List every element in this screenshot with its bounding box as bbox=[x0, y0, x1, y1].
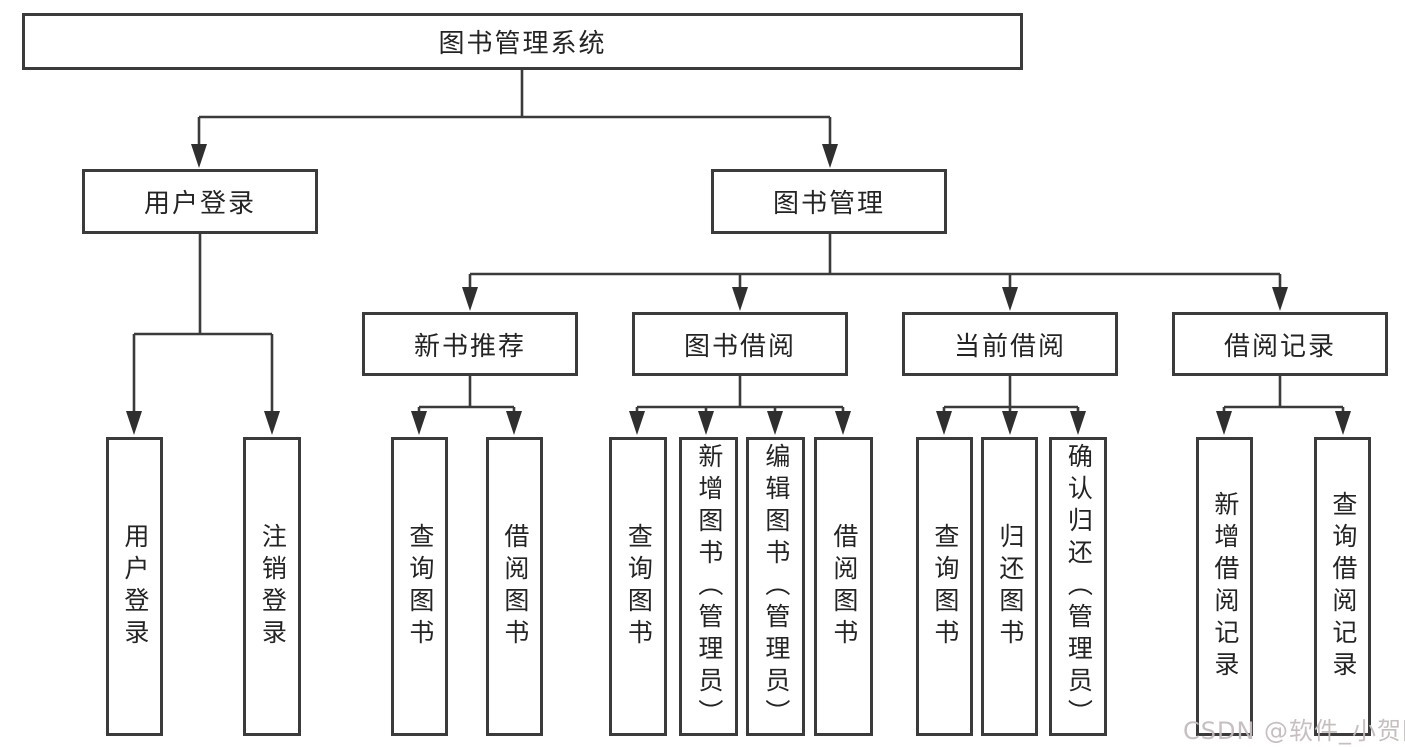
node-root: 图书管理系统 bbox=[22, 13, 1023, 70]
leaf-borrow-books-recommend: 借阅图书 bbox=[486, 437, 543, 736]
leaf-add-books-admin: 新增图书（管理员） bbox=[679, 437, 738, 736]
leaf-add-borrow-record: 新增借阅记录 bbox=[1196, 437, 1253, 736]
node-user-login: 用户登录 bbox=[82, 169, 318, 234]
node-book-borrow: 图书借阅 bbox=[632, 312, 848, 376]
leaf-query-borrow-record: 查询借阅记录 bbox=[1314, 437, 1371, 736]
leaf-query-books-borrow: 查询图书 bbox=[609, 437, 667, 736]
leaf-query-books-recommend: 查询图书 bbox=[391, 437, 448, 736]
leaf-borrow-books: 借阅图书 bbox=[814, 437, 873, 736]
leaf-query-books-current: 查询图书 bbox=[916, 437, 973, 736]
leaf-confirm-return-admin: 确认归还（管理员） bbox=[1049, 437, 1107, 736]
node-new-book-recommend: 新书推荐 bbox=[362, 312, 578, 376]
leaf-edit-books-admin: 编辑图书（管理员） bbox=[746, 437, 805, 736]
node-borrow-records: 借阅记录 bbox=[1172, 312, 1388, 376]
node-current-borrow: 当前借阅 bbox=[902, 312, 1118, 376]
csdn-watermark: CSDN @软件_小贺同学 bbox=[1183, 717, 1405, 745]
arrowheads bbox=[126, 144, 1351, 435]
leaf-return-books: 归还图书 bbox=[981, 437, 1038, 736]
leaf-user-login: 用户登录 bbox=[106, 437, 163, 736]
node-book-management: 图书管理 bbox=[711, 169, 947, 234]
leaf-logout: 注销登录 bbox=[243, 437, 301, 736]
